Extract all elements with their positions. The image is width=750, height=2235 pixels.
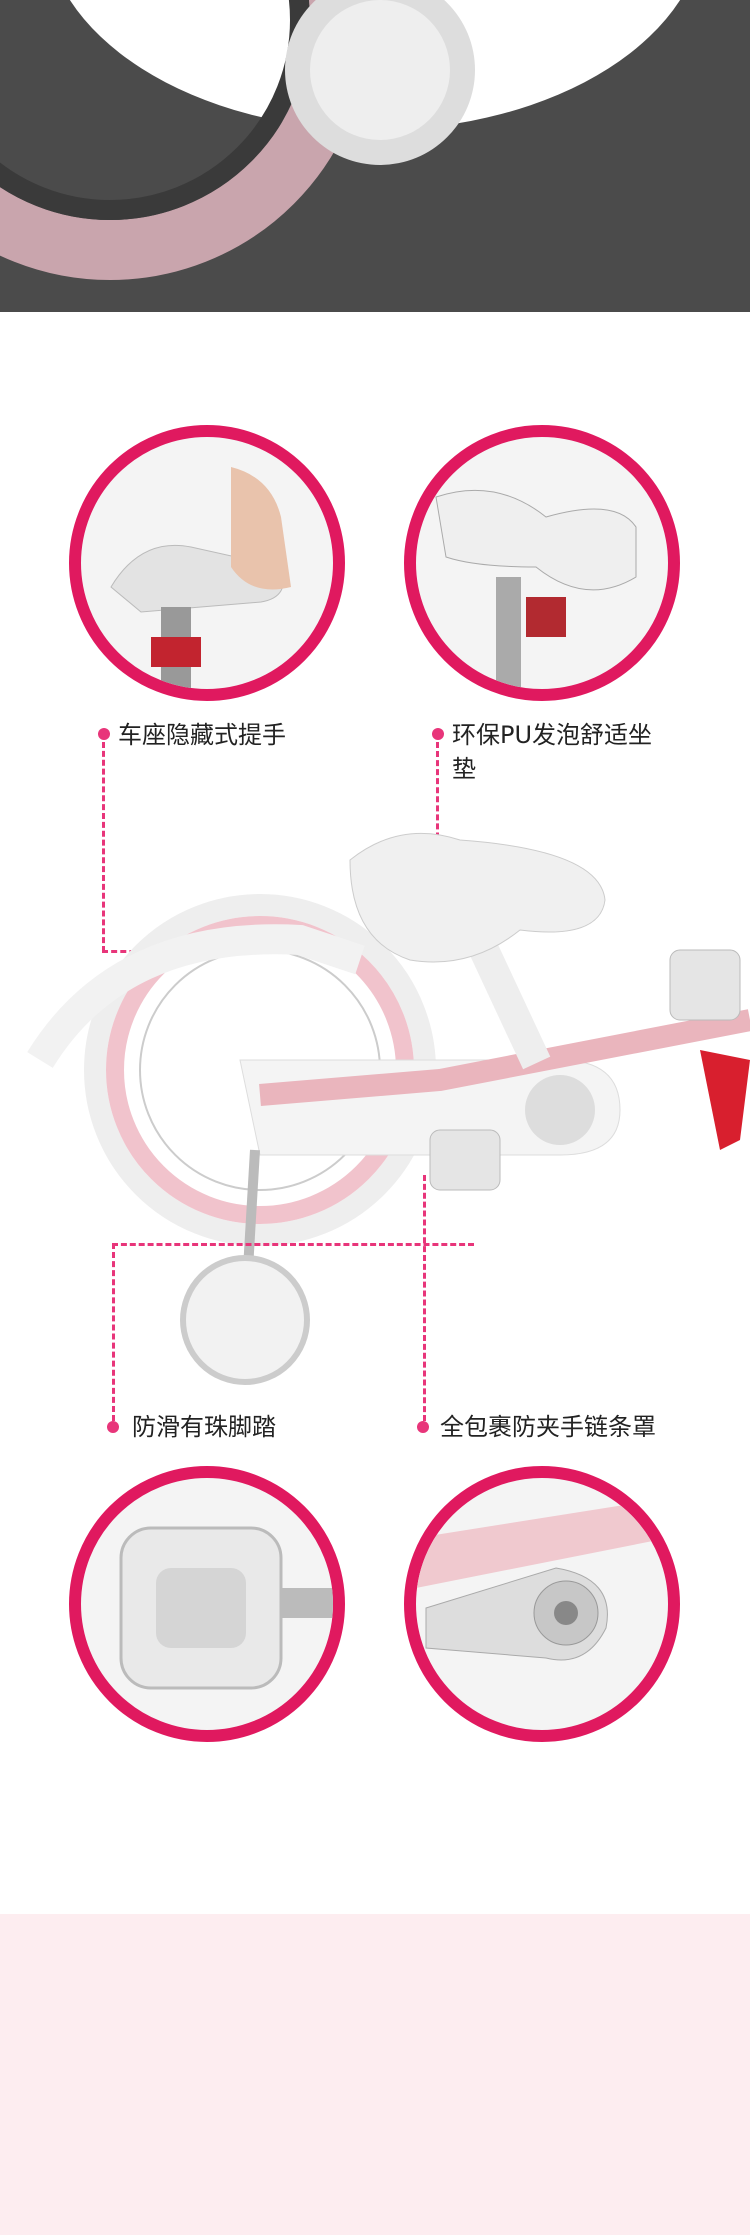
label-dot [432,728,444,740]
feature-label-chain-guard: 全包裹防夹手链条罩 [440,1413,656,1441]
wheel-closeup-banner [0,0,750,312]
label-dot [107,1421,119,1433]
leader-line [112,1243,474,1246]
bicycle-image [27,832,750,1385]
label-dot [417,1421,429,1433]
feature-label-pedal: 防滑有珠脚踏 [132,1413,276,1441]
label-dot [98,728,110,740]
leader-line [102,742,105,952]
feature-label-seat-handle: 车座隐藏式提手 [118,721,286,749]
seat-handle-closeup [69,425,345,701]
leader-line [423,1175,426,1421]
feature-label-pu-seat: 环保PU发泡舒适坐垫 [452,721,653,783]
footer-band [0,1914,750,2235]
leader-line [112,1243,115,1421]
pu-seat-closeup [404,425,680,701]
chain-guard-closeup [404,1466,680,1742]
wheel-closeup-image [0,0,681,280]
pedal-closeup [69,1466,345,1742]
